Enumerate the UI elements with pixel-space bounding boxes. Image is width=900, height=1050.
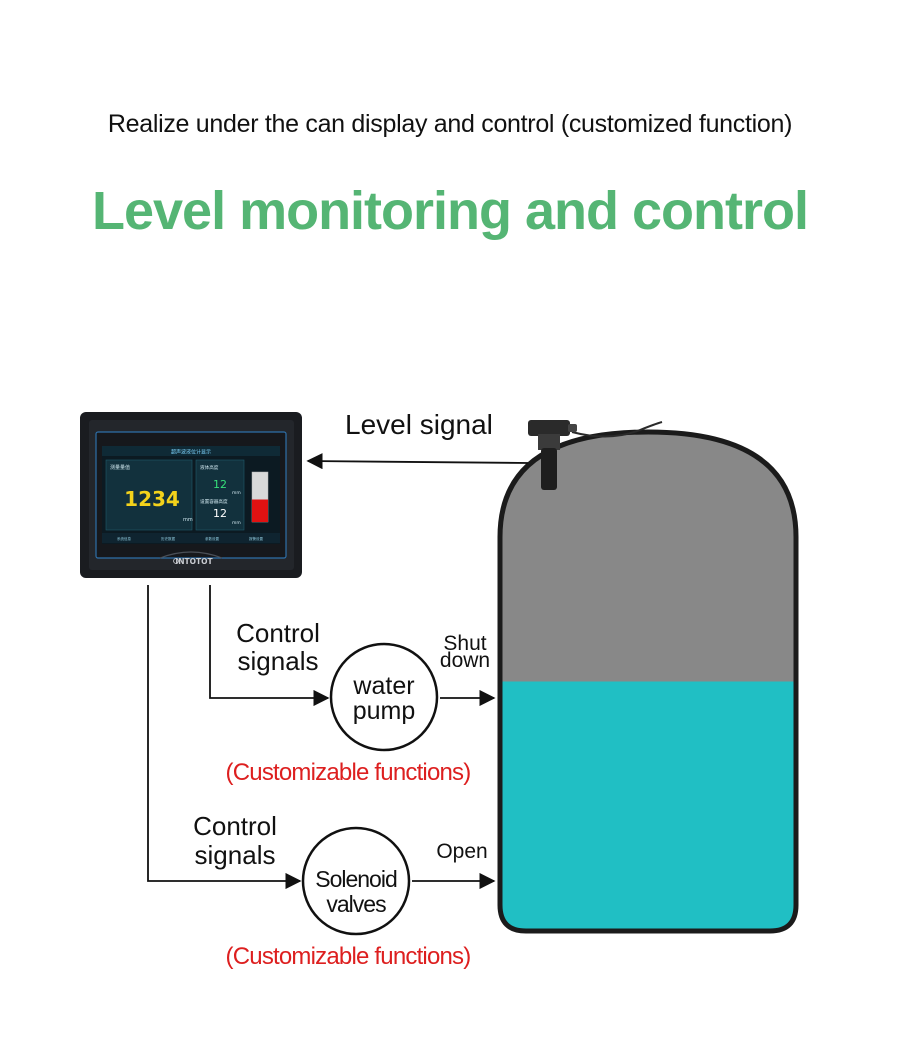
pump-action-line1: Shut [443,632,486,655]
tank-liquid [500,681,796,931]
control-signals-2-line1: Control [193,811,277,841]
screen-header: 超声波液位计显示 [171,449,211,456]
screen-panel-right [195,459,245,531]
device-brand: INTOTOT [175,557,213,566]
page-title: Level monitoring and control [91,181,809,241]
solenoid-valve-node [301,826,411,936]
screen-panel-left-label: 测量量值 [110,464,130,471]
unit-top: mm [232,491,241,496]
reading-main: 1234 [124,487,180,511]
control-signals-2-line2: signals [195,840,276,870]
controller-device: 超声波液位计显示 测量量值 1234 mm 液体高度 12 mm 设置容器高度 … [80,412,302,578]
customizable-note-2: (Customizable functions) [226,943,471,970]
pump-label-line2: pump [353,697,416,725]
pump-control-line [209,585,330,707]
unit-bottom: mm [232,521,241,526]
screen-footer-item: 参数设置 [205,536,219,541]
screen-footer-item: 系统信息 [117,536,131,541]
valve-label-line2: valves [326,891,386,917]
screen-panel-left [105,459,193,531]
screen-label-top: 液体高度 [200,464,219,471]
valve-label-line1: Solenoid [315,866,397,892]
level-sensor [528,420,663,490]
subtitle: Realize under the can display and contro… [107,110,793,138]
level-signal-label: Level signal [345,409,493,440]
valve-control-line [147,585,302,890]
reading-bottom: 12 [213,507,227,520]
device-screen: 超声波液位计显示 测量量值 1234 mm 液体高度 12 mm 设置容器高度 … [102,446,280,544]
control-signals-1-line2: signals [238,646,319,676]
sensor-head [528,420,570,436]
level-signal-arrow [306,453,529,470]
sensor-cable [571,421,663,438]
screen-level-gauge [251,471,269,523]
pump-label-line1: water [352,672,414,700]
customizable-note-1: (Customizable functions) [226,759,471,786]
tank [497,429,799,934]
valve-action: Open [436,840,487,863]
screen-footer-item: 报警设置 [249,536,263,541]
water-pump-node [329,642,439,752]
screen-label-bottom: 设置容器高度 [200,498,228,505]
sensor-probe [541,448,557,490]
unit-main: mm [183,517,193,523]
pump-action-line2: down [440,649,490,672]
screen-footer-item: 历史数据 [161,536,175,541]
control-signals-1-line1: Control [236,618,320,648]
brand-logo-icon [173,558,179,564]
reading-top: 12 [213,478,227,491]
